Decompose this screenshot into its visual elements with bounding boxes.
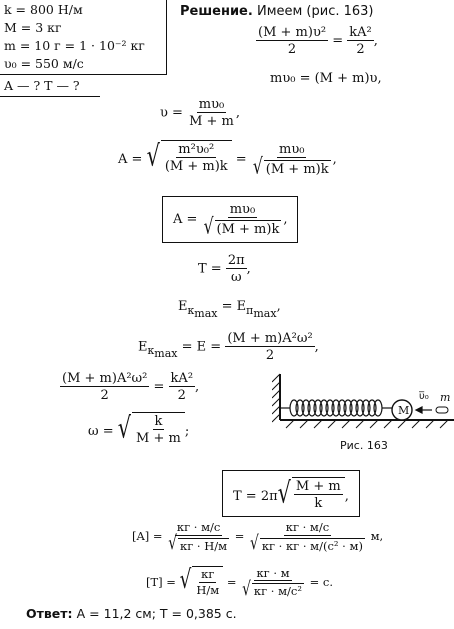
solution-intro: Имеем (рис. 163) [256, 4, 374, 19]
arrow [414, 406, 432, 414]
figure-spring-mass [272, 373, 454, 429]
given-divider-horizontal [0, 74, 167, 75]
equation-amplitude-derivation: A = √m²υ₀²(M + m)k = mυ₀√(M + m)k, [118, 139, 337, 180]
answer-label: Ответ: [26, 606, 73, 621]
mass-M-label: M [398, 404, 410, 417]
boxed-result-amplitude: A = mυ₀√(M + m)k, [162, 196, 299, 243]
find-underline [0, 96, 100, 97]
figure-caption: Рис. 163 [340, 439, 388, 452]
given-line-k: k = 800 Н/м [4, 2, 83, 17]
solution-heading: Решение. [180, 4, 253, 19]
hatching [272, 373, 449, 429]
bullet-m [435, 406, 449, 414]
equation-energy-max: Eкmax = Eпmax, [178, 299, 281, 320]
given-line-m: m = 10 г = 1 · 10⁻² кг [4, 38, 145, 53]
find-line: A — ? T — ? [4, 78, 80, 93]
solution-heading-row: Решение. Имеем (рис. 163) [180, 5, 374, 18]
equation-units-amplitude: [A] = кг · м/с√кг · Н/м = кг · м/с√кг · … [132, 520, 384, 555]
given-line-v0: υ₀ = 550 м/с [4, 56, 84, 71]
equation-momentum: mυ₀ = (M + m)υ, [270, 71, 382, 86]
given-line-M: M = 3 кг [4, 20, 62, 35]
answer-row: Ответ: A = 11,2 см; T = 0,385 с. [26, 606, 237, 621]
spring [280, 399, 392, 417]
mass-M-circle [391, 399, 413, 421]
answer-text: A = 11,2 см; T = 0,385 с. [76, 606, 237, 621]
velocity-label: υ̅₀ [419, 391, 429, 402]
mass-m-label: m [440, 391, 451, 404]
given-divider-vertical [166, 0, 167, 74]
